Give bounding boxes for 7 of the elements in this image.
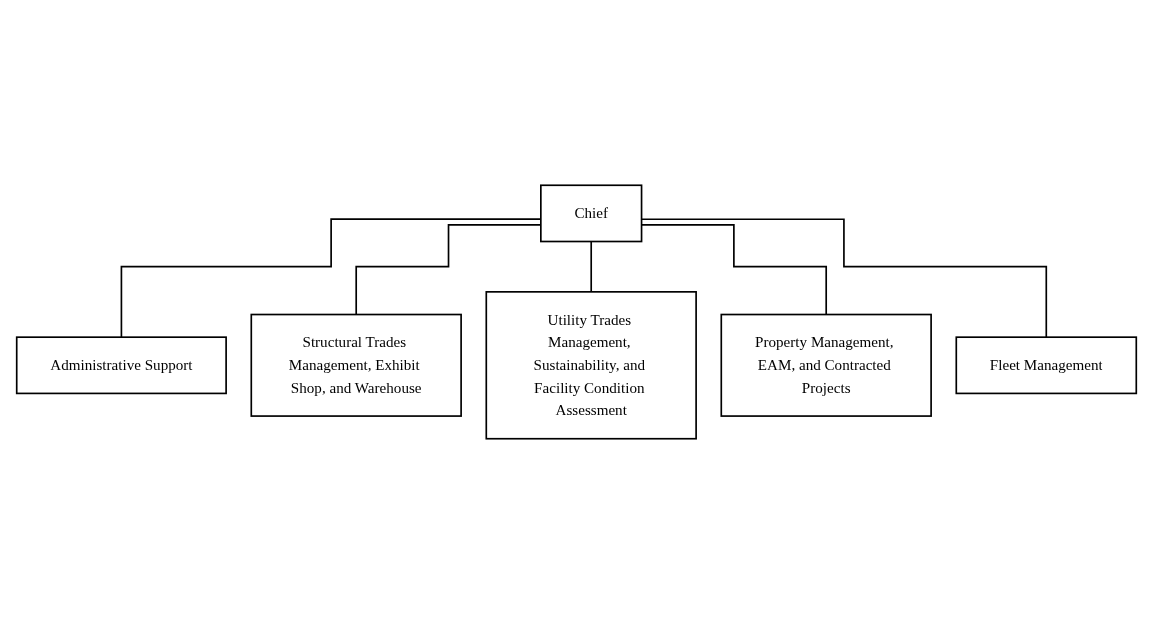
node-box: Structural Trades Management, Exhibit Shop, and Warehouse xyxy=(250,313,462,417)
node-box: Property Management, EAM, and Contracted Projects xyxy=(720,313,932,417)
node-box: Fleet Management xyxy=(955,336,1138,395)
node-box: Administrative Support xyxy=(15,336,227,395)
node-box: Utility Trades Management, Sustainability, and Facility Condition Assessment xyxy=(485,291,697,440)
connector xyxy=(590,240,593,293)
node-box: Chief xyxy=(540,184,643,243)
